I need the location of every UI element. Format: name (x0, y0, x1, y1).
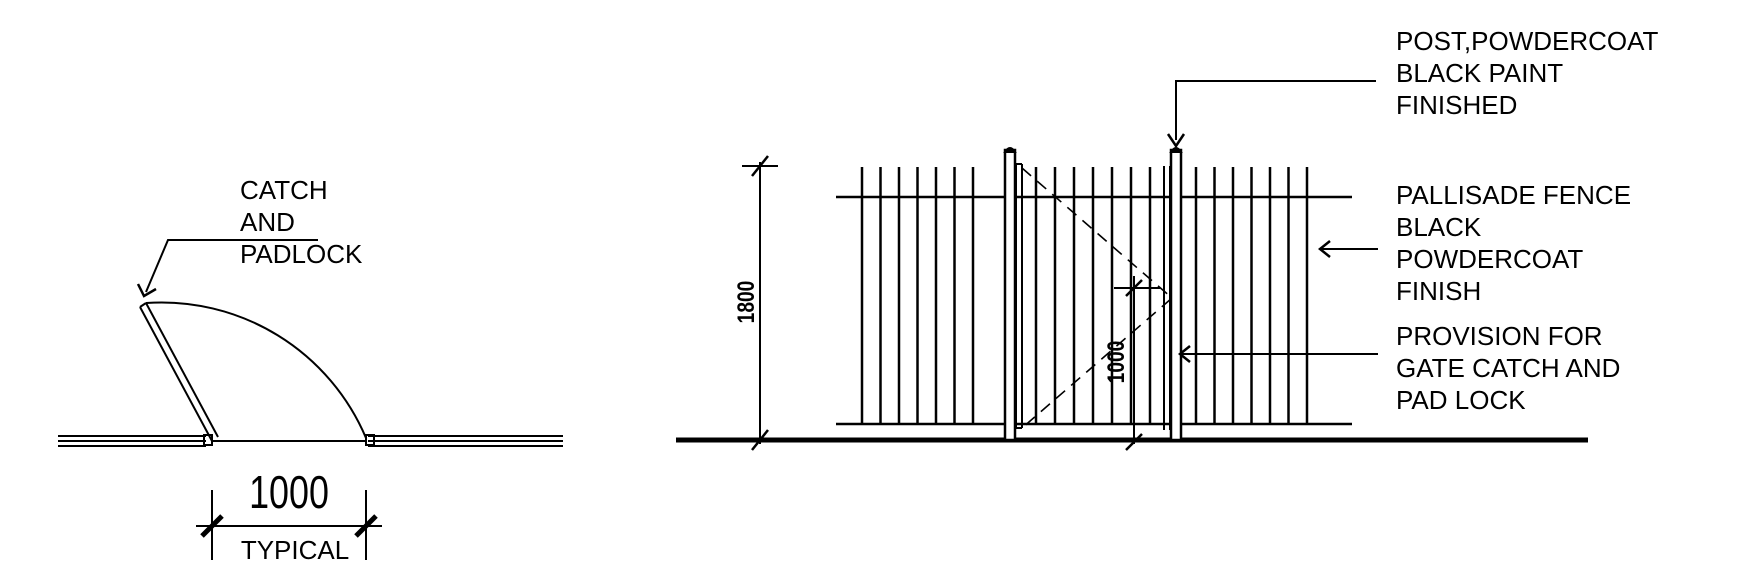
catch-height-dimension: 1000 (1102, 276, 1160, 451)
fence-pickets (860, 167, 1309, 425)
plan-fence-left (58, 435, 206, 447)
post-callout-leader (1175, 80, 1376, 140)
callout-post-finish: POST,POWDERCOAT BLACK PAINT FINISHED (1396, 26, 1665, 120)
catch-padlock-leader (145, 239, 318, 293)
gate-swing-dashed (1021, 167, 1174, 429)
height-dimension-value: 1800 (732, 281, 760, 324)
callout-gate-catch-provision: PROVISION FOR GATE CATCH AND PAD LOCK (1396, 321, 1628, 415)
catch-padlock-arrowhead (136, 283, 157, 298)
plan-gate-swing-arc (145, 301, 367, 439)
provision-callout-arrowhead (1177, 345, 1191, 363)
fence-callout-arrowhead (1317, 240, 1331, 258)
gate-post-left (1003, 147, 1017, 442)
plan-view: CATCH AND PADLOCK 1000 TYPICAL (58, 175, 563, 565)
plan-fence-right (368, 435, 563, 447)
callout-pallisade-fence: PALLISADE FENCE BLACK POWDERCOAT FINISH (1396, 180, 1638, 306)
callout-catch-padlock: CATCH AND PADLOCK (240, 175, 363, 269)
post-callout-arrowhead (1166, 133, 1186, 149)
plan-dimension-value: 1000 (249, 467, 329, 518)
height-dimension: 1800 (732, 155, 778, 451)
plan-gate-leaf (139, 302, 219, 442)
plan-width-dimension: 1000 TYPICAL (196, 467, 382, 565)
elevation-view: 1800 1000 POST,POWDERCOAT BLACK PAINT FI… (676, 26, 1665, 451)
catch-height-value: 1000 (1102, 341, 1130, 384)
gate-post-right (1169, 147, 1183, 442)
plan-dimension-note: TYPICAL (241, 535, 349, 565)
